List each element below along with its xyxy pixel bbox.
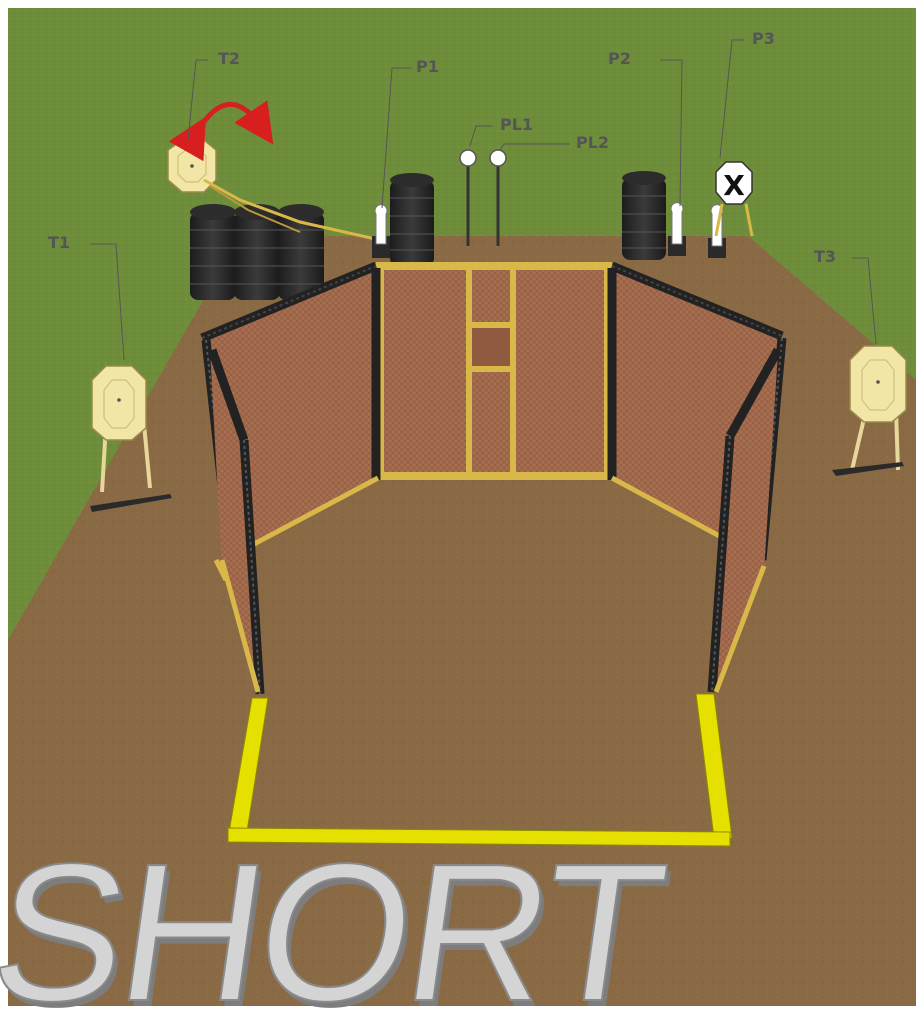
tire-stack-center: [390, 173, 434, 266]
stage-title-text: SHORT: [0, 823, 674, 1014]
label-p3: P3: [752, 29, 775, 48]
label-p1: P1: [416, 57, 439, 76]
no-shoot-mark: X: [723, 169, 745, 202]
tire-stack-left: [190, 204, 324, 300]
label-t3: T3: [814, 247, 836, 266]
label-pl2: PL2: [576, 133, 609, 152]
label-t2: T2: [218, 49, 240, 68]
label-t1: T1: [48, 233, 70, 252]
tire-stack-right: [622, 171, 666, 260]
label-pl1: PL1: [500, 115, 533, 134]
stage-title: SHORT SHORT: [0, 823, 678, 1014]
back-wall: [376, 262, 612, 480]
label-p2: P2: [608, 49, 631, 68]
